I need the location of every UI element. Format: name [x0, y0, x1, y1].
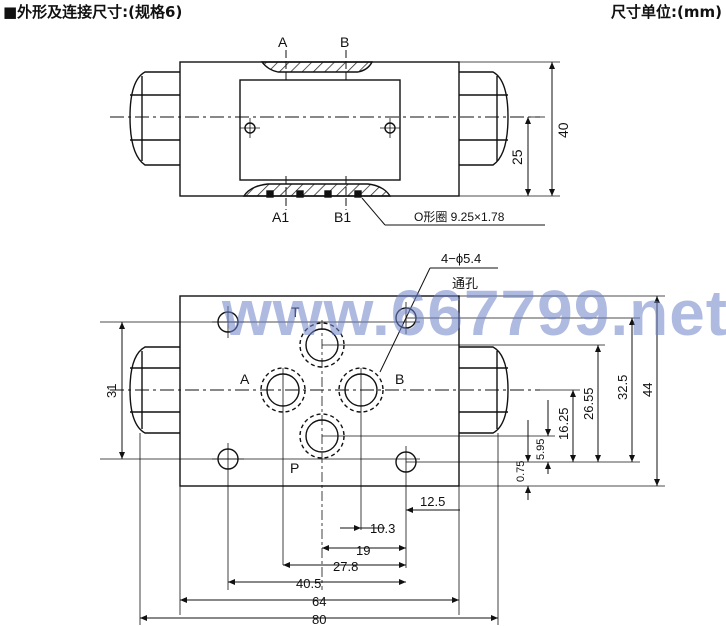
cover-plate: [239, 79, 401, 181]
port-p-label: P: [290, 460, 299, 476]
page-title: ■外形及连接尺寸:(规格6): [3, 3, 183, 21]
left-hex-nut: [129, 71, 180, 166]
dim-44-label: 44: [640, 383, 655, 397]
mounting-plate: [179, 295, 460, 487]
dim-31-label: 31: [104, 384, 119, 398]
right-hex-nut: [459, 71, 509, 166]
bottom-port-slot: [242, 183, 392, 197]
oring-b1-right: [354, 190, 362, 198]
dim-64-label: 64: [312, 594, 326, 609]
oring-a1-left: [266, 190, 274, 198]
unit-label: 尺寸单位:(mm): [611, 3, 722, 21]
dim-32-5-label: 32.5: [615, 375, 630, 400]
top-port-a-label: A: [278, 34, 288, 50]
dim-19-label: 19: [356, 543, 370, 558]
dim-0-75-label: 0.75: [515, 461, 527, 482]
dim-25-label: 25: [509, 149, 525, 165]
watermark: www.667799.net: [222, 277, 726, 349]
dim-12-5-label: 12.5: [420, 494, 445, 509]
through-hole-label: 通孔: [452, 276, 478, 291]
top-port-slot: [260, 61, 374, 73]
valve-body-top: [179, 61, 460, 197]
port-a-label: A: [240, 371, 250, 387]
top-view-labels: A B A1 B1 O形圈 9.25×1.78 40 25: [272, 34, 571, 225]
oring-b1-left: [324, 190, 332, 198]
dim-5-95-label: 5.95: [535, 439, 547, 460]
dim-10-3-label: 10.3: [370, 521, 395, 536]
port-t-label: T: [291, 304, 300, 320]
top-port-b-label: B: [340, 34, 349, 50]
dim-16-25-label: 16.25: [556, 407, 571, 440]
port-b-label: B: [395, 371, 404, 387]
oring-spec-label: O形圈 9.25×1.78: [414, 210, 505, 224]
dim-40-label: 40: [555, 122, 571, 138]
dim-40-5-label: 40.5: [296, 576, 321, 591]
top-port-a1-label: A1: [272, 209, 289, 225]
bottom-view: [100, 267, 665, 625]
dim-80-label: 80: [312, 612, 326, 626]
oring-a1-right: [296, 190, 304, 198]
dim-26-55-label: 26.55: [581, 387, 596, 420]
hole-spec-label: 4−ϕ5.4: [441, 251, 481, 266]
top-port-b1-label: B1: [334, 209, 351, 225]
top-view: [110, 50, 560, 226]
dim-27-8-label: 27.8: [333, 559, 358, 574]
bottom-view-labels: 4−ϕ5.4 通孔 T A B P 31 44 32.5 26.55 16.25…: [104, 251, 655, 626]
